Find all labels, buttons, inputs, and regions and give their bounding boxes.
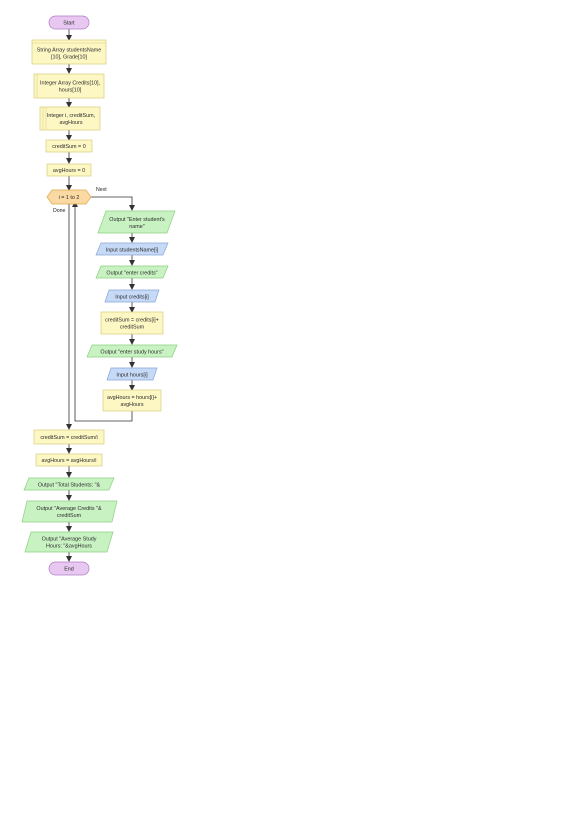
declare-integer-line-1: Integer Array Credits[10],: [40, 81, 100, 87]
declare-vars-box: Integer i, creditSum, avgHours: [39, 106, 101, 131]
output-credits-label: Output "enter credits": [106, 271, 157, 277]
input-hours-label: Input hours[i]: [116, 373, 148, 379]
loop-next-label: Next: [96, 187, 107, 193]
declare-integer-box: Integer Array Credits[10], hours[10]: [33, 73, 105, 99]
output-total-box: Output "Total Students: "&: [23, 477, 115, 491]
output-name-box: Output "Enter student's name": [97, 210, 176, 234]
declare-vars-line-2: avgHours: [59, 120, 82, 126]
start-label: Start: [63, 21, 75, 27]
input-hours-box: Input hours[i]: [106, 367, 158, 381]
connectors: [66, 29, 135, 562]
output-avg-credits-line-2: creditSum: [57, 513, 82, 519]
declare-string-box: String Array studentsName [10], Grade[10…: [31, 39, 107, 65]
calc-avg-box: avgHours = hours[i]+ avgHours: [102, 389, 162, 412]
output-avg-credits-box: Output "Average Credits "& creditSum: [21, 500, 118, 523]
calc-credit-line-1: creditSum = credits[i]+: [105, 318, 159, 324]
declare-string-line-1: String Array studentsName: [37, 48, 101, 54]
output-avg-hours-line-2: Hours: "&avgHours: [46, 544, 92, 550]
init-credit-box: creditSum = 0: [45, 139, 93, 153]
output-credits-box: Output "enter credits": [95, 265, 169, 279]
output-name-line-2: name": [129, 224, 144, 230]
input-credits-box: Input credits[i]: [104, 289, 160, 303]
loop-label: i = 1 to 2: [59, 195, 80, 201]
end-terminal: End: [48, 561, 90, 576]
declare-vars-line-1: Integer i, creditSum,: [47, 113, 96, 119]
calc-credit-line-2: creditSum: [120, 325, 145, 331]
final-credit-box: creditSum = creditSum/i: [33, 429, 105, 445]
final-avg-box: avgHours = avgHours/i: [35, 453, 103, 467]
calc-credit-box: creditSum = credits[i]+ creditSum: [100, 311, 164, 335]
loop-done-label: Done: [53, 208, 66, 214]
init-avg-box: avgHours = 0: [46, 163, 92, 177]
output-hours-box: Output "enter study hours": [86, 344, 178, 358]
calc-avg-line-1: avgHours = hours[i]+: [107, 395, 157, 401]
end-label: End: [64, 567, 74, 573]
input-name-label: Input studentsName[i]: [106, 248, 159, 254]
init-credit-label: creditSum = 0: [52, 144, 85, 150]
output-hours-label: Output "enter study hours": [100, 350, 163, 356]
output-name-line-1: Output "Enter student's: [109, 217, 165, 223]
init-avg-label: avgHours = 0: [53, 168, 85, 174]
calc-avg-line-2: avgHours: [120, 402, 143, 408]
input-name-box: Input studentsName[i]: [95, 242, 169, 256]
output-avg-credits-line-1: Output "Average Credits "&: [36, 506, 102, 512]
start-terminal: Start: [48, 15, 90, 30]
declare-integer-line-2: hours[10]: [59, 88, 82, 94]
final-avg-label: avgHours = avgHours/i: [42, 458, 97, 464]
loop-decision: i = 1 to 2: [46, 189, 92, 205]
output-total-label: Output "Total Students: "&: [38, 483, 101, 489]
input-credits-label: Input credits[i]: [115, 295, 149, 301]
final-credit-label: creditSum = creditSum/i: [40, 435, 97, 441]
output-avg-hours-box: Output "Average Study Hours: "&avgHours: [24, 531, 114, 553]
output-avg-hours-line-1: Output "Average Study: [42, 537, 97, 543]
declare-string-line-2: [10], Grade[10]: [51, 55, 87, 61]
